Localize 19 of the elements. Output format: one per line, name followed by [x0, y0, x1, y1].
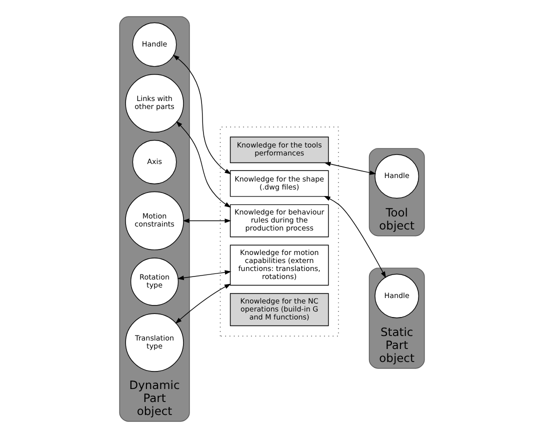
node-box: Knowledge for behaviour rules during the production process [230, 204, 329, 238]
cluster [220, 126, 339, 336]
arrow [324, 162, 376, 175]
arrow [177, 270, 232, 280]
arrow [324, 196, 386, 278]
arrow [176, 120, 231, 208]
node-box: Knowledge for the shape (.dwg files) [230, 170, 329, 197]
node-circle: Handle [374, 154, 420, 199]
arrow [172, 54, 232, 174]
node-circle: Handle [374, 274, 420, 318]
node-circle: Motion constraints [125, 191, 184, 250]
arrow [175, 284, 231, 324]
arrow [182, 218, 232, 224]
node-circle: Handle [132, 22, 177, 67]
node-box: Knowledge for the NC operations (build-in G and M functions) [230, 293, 329, 326]
node-box: Knowledge for the tools performances [230, 136, 329, 164]
node-circle: Rotation type [130, 258, 179, 306]
node-circle: Axis [132, 140, 177, 184]
node-box: Knowledge for motion capabilities (extern functions: translations, rotations) [230, 244, 329, 286]
